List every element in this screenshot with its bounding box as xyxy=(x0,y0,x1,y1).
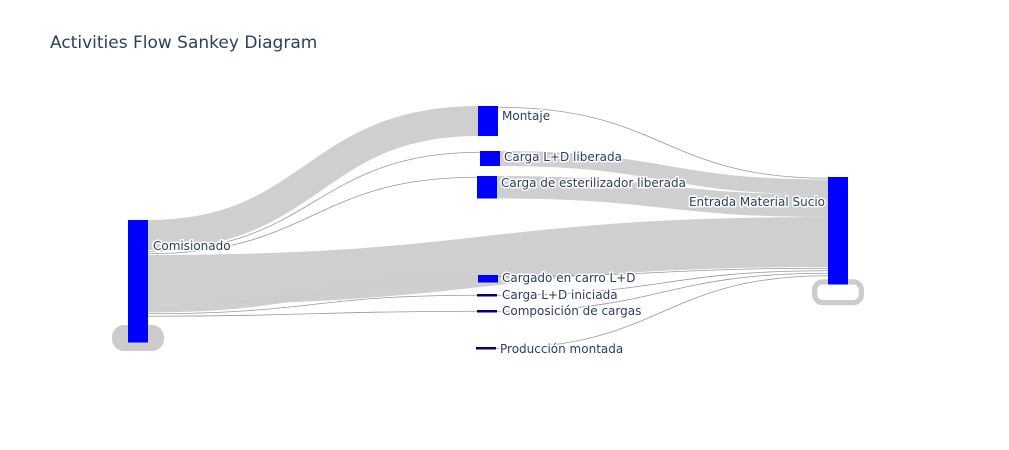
node-label-cargado_carro_ld: Cargado en carro L+D xyxy=(502,271,635,285)
link-comisionado-to-carga_ld_iniciada[interactable] xyxy=(147,294,478,315)
link-comisionado-to-montaje[interactable] xyxy=(147,106,479,250)
node-label-entrada_material_sucio: Entrada Material Sucio xyxy=(689,195,825,209)
node-carga_ld_liberada[interactable] xyxy=(480,151,500,166)
link-entrada_material_sucio-to-entrada_material_sucio[interactable] xyxy=(812,279,864,306)
node-carga_esterilizador_liberada[interactable] xyxy=(477,176,497,199)
link-comisionado-to-composicion_cargas[interactable] xyxy=(147,310,478,317)
link-composicion_cargas-to-entrada_material_sucio[interactable] xyxy=(496,272,829,312)
link-cargado_carro_ld-to-entrada_material_sucio[interactable] xyxy=(497,267,829,277)
link-comisionado-to-entrada_material_sucio[interactable] xyxy=(147,217,829,305)
node-label-carga_ld_iniciada: Carga L+D iniciada xyxy=(502,288,618,302)
node-label-composicion_cargas: Composición de cargas xyxy=(502,304,641,318)
link-carga_esterilizador_liberada-to-entrada_material_sucio[interactable] xyxy=(496,176,829,217)
node-entrada_material_sucio[interactable] xyxy=(828,177,848,285)
link-carga_ld_liberada-to-entrada_material_sucio[interactable] xyxy=(499,151,829,195)
node-comisionado[interactable] xyxy=(128,220,148,343)
link-produccion_montada-to-entrada_material_sucio[interactable] xyxy=(495,275,829,349)
node-label-montaje: Montaje xyxy=(502,109,550,123)
node-carga_ld_iniciada[interactable] xyxy=(477,294,497,297)
node-montaje[interactable] xyxy=(478,106,498,136)
link-montaje-to-entrada_material_sucio[interactable] xyxy=(497,106,829,179)
link-comisionado-to-carga_ld_liberada[interactable] xyxy=(147,151,481,252)
node-label-produccion_montada: Producción montada xyxy=(500,342,623,356)
sankey-links xyxy=(112,106,864,351)
sankey-nodes xyxy=(128,106,848,350)
link-comisionado-to-carga_esterilizador_liberada[interactable] xyxy=(147,176,478,255)
node-composicion_cargas[interactable] xyxy=(477,310,497,313)
node-label-carga_ld_liberada: Carga L+D liberada xyxy=(504,150,622,164)
node-label-carga_esterilizador_liberada: Carga de esterilizador liberada xyxy=(501,176,686,190)
node-produccion_montada[interactable] xyxy=(476,347,496,350)
link-comisionado-to-cargado_carro_ld[interactable] xyxy=(147,275,479,313)
node-label-comisionado: Comisionado xyxy=(153,239,231,253)
chart-title: Activities Flow Sankey Diagram xyxy=(50,33,318,53)
node-cargado_carro_ld[interactable] xyxy=(478,275,498,283)
link-carga_ld_iniciada-to-entrada_material_sucio[interactable] xyxy=(496,270,829,296)
